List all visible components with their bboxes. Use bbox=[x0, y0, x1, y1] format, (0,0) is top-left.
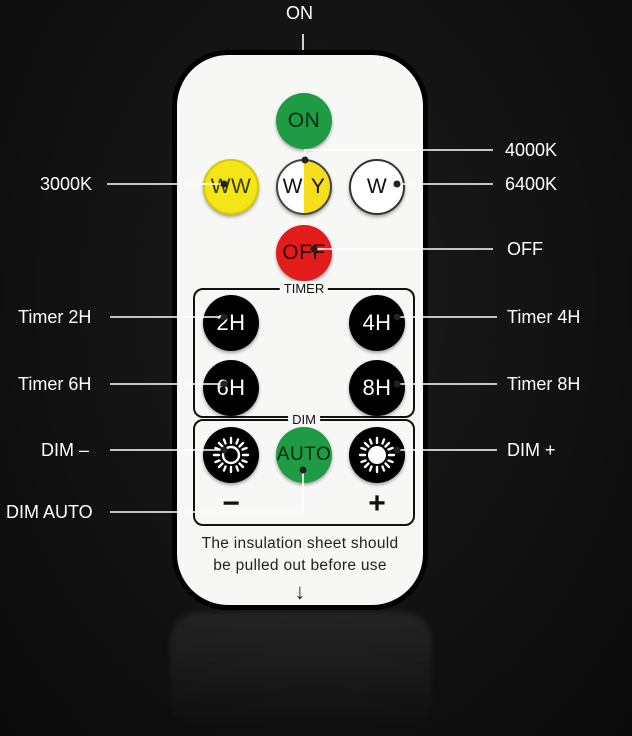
callout-3000k: 3000K bbox=[40, 174, 93, 194]
callout-timer-8h: Timer 8H bbox=[507, 374, 581, 394]
cool-white-6400k-button[interactable]: W bbox=[349, 159, 405, 215]
callout-timer-2h: Timer 2H bbox=[18, 307, 92, 327]
timer-4h-button[interactable]: 4H bbox=[349, 295, 405, 351]
callout-6400k: 6400K bbox=[505, 174, 558, 194]
timer-2h-button[interactable]: 2H bbox=[203, 295, 259, 351]
on-button-label: ON bbox=[287, 109, 321, 132]
warm-white-3000k-button[interactable]: WW bbox=[203, 159, 259, 215]
neutral-4000k-button[interactable]: W Y bbox=[276, 159, 332, 215]
callout-dim-auto: DIM AUTO bbox=[6, 502, 93, 522]
callout-off: OFF bbox=[507, 239, 543, 259]
wy-button-label-y: Y bbox=[310, 175, 326, 198]
callout-timer-6h: Timer 6H bbox=[18, 374, 92, 394]
auto-button-label: AUTO bbox=[276, 444, 332, 465]
timer-8h-button[interactable]: 8H bbox=[349, 360, 405, 416]
callout-dim-minus: DIM – bbox=[41, 440, 90, 460]
callout-dim-plus: DIM + bbox=[507, 440, 556, 460]
dim-panel-label: DIM bbox=[288, 412, 320, 427]
sun-filled-icon bbox=[358, 436, 396, 474]
dim-minus-button[interactable] bbox=[203, 427, 259, 483]
down-arrow-icon: ↓ bbox=[294, 579, 306, 604]
remote-control: ON WW W Y W OFF TIMER 2H 4H 6H 8H DIM bbox=[172, 50, 428, 610]
insulation-note-line2: be pulled out before use bbox=[213, 557, 387, 574]
timer-6h-button[interactable]: 6H bbox=[203, 360, 259, 416]
remote-reflection bbox=[170, 612, 432, 732]
wy-button-label-w: W bbox=[282, 175, 303, 198]
dim-auto-button[interactable]: AUTO bbox=[276, 427, 332, 483]
timer-panel-label: TIMER bbox=[279, 281, 329, 296]
timer-6h-label: 6H bbox=[216, 375, 246, 400]
timer-2h-label: 2H bbox=[216, 310, 246, 335]
dim-plus-button[interactable] bbox=[349, 427, 405, 483]
callout-timer-4h: Timer 4H bbox=[507, 307, 581, 327]
on-button[interactable]: ON bbox=[276, 93, 332, 149]
dim-plus-sign: + bbox=[368, 487, 386, 520]
callout-4000k: 4000K bbox=[505, 140, 558, 160]
callout-on: ON bbox=[286, 3, 313, 23]
ww-button-label: WW bbox=[210, 175, 252, 198]
w-button-label: W bbox=[366, 175, 388, 198]
timer-8h-label: 8H bbox=[362, 375, 392, 400]
timer-4h-label: 4H bbox=[362, 310, 392, 335]
insulation-note-line1: The insulation sheet should bbox=[201, 535, 399, 552]
